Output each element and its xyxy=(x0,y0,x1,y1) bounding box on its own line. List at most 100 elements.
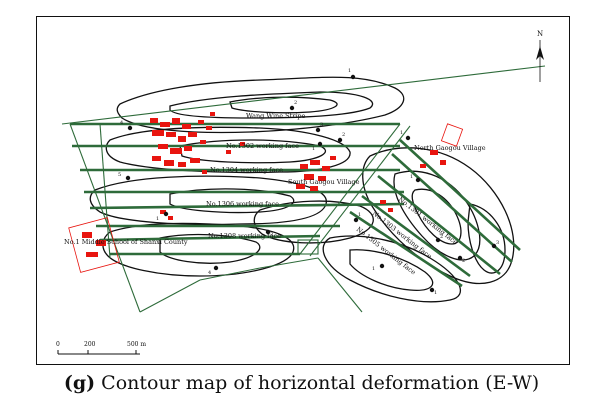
buildings xyxy=(68,112,464,273)
building-cluster xyxy=(226,150,231,154)
building-cluster xyxy=(198,120,204,124)
village-outline xyxy=(440,123,464,147)
contour-value: 2 xyxy=(440,234,443,240)
building-cluster xyxy=(182,124,191,129)
contour-value: 4 xyxy=(120,120,123,126)
scale-label-500: 500 m xyxy=(127,341,146,348)
contour-line xyxy=(322,235,462,303)
building-cluster xyxy=(330,156,336,160)
building-cluster xyxy=(322,166,330,171)
contour-marker xyxy=(350,74,356,80)
contour-line xyxy=(116,76,405,134)
scale-label-200: 200 xyxy=(84,341,96,348)
main-roadway xyxy=(299,123,401,255)
south-village-label: South Gaogou Village xyxy=(288,178,360,186)
building-cluster xyxy=(172,118,180,124)
contour-marker xyxy=(491,243,497,249)
building-cluster xyxy=(190,158,200,163)
contour-marker xyxy=(337,137,343,143)
building-cluster xyxy=(202,170,207,174)
drift-line xyxy=(317,257,363,313)
contour-value: 1 xyxy=(156,216,159,222)
place-labels: Wang Wine Stripe No.1302 working face No… xyxy=(64,112,486,277)
building-cluster xyxy=(178,136,186,142)
face-1306-label: No.1306 working face xyxy=(206,200,279,208)
contour-line xyxy=(349,249,434,291)
building-cluster xyxy=(240,142,245,146)
building-cluster xyxy=(388,208,393,212)
contour-value: 3 xyxy=(320,122,323,128)
working-face-1301-boundary xyxy=(399,139,521,251)
contour-line xyxy=(362,147,515,284)
building-cluster xyxy=(296,184,305,189)
contour-value: 1 xyxy=(410,174,413,180)
contour-value: 1 xyxy=(400,130,403,136)
scale-bar: 0 200 500 m xyxy=(56,341,146,355)
contour-value: 3 xyxy=(496,240,499,246)
contour-marker xyxy=(435,237,441,243)
contour-value: 4 xyxy=(208,270,211,276)
figure-caption: (g) Contour map of horizontal deformatio… xyxy=(0,372,603,394)
contour-line xyxy=(253,200,374,244)
shaft-yard xyxy=(297,239,319,255)
caption-text: Contour map of horizontal deformation (E… xyxy=(101,372,540,394)
building-cluster xyxy=(170,148,182,154)
contour-marker xyxy=(289,105,295,111)
contour-marker xyxy=(415,177,421,183)
regional-road xyxy=(61,65,546,125)
contour-value: 1 xyxy=(434,290,437,296)
building-cluster xyxy=(150,118,158,123)
building-cluster xyxy=(310,186,318,191)
building-cluster xyxy=(440,160,446,165)
building-cluster xyxy=(160,122,170,127)
building-cluster xyxy=(310,160,320,165)
contour-value: 2 xyxy=(342,132,345,138)
contour-value: 3 xyxy=(270,232,273,238)
building-cluster xyxy=(164,160,174,166)
face-1304-label: No.1304 working face xyxy=(210,166,283,174)
north-arrow-head xyxy=(536,46,544,60)
contour-value: 1 xyxy=(348,68,351,74)
contour-lines-west xyxy=(89,76,405,277)
building-cluster xyxy=(178,162,186,167)
school-label: No.1 Middle School of Shanxi County xyxy=(64,238,188,246)
building-cluster xyxy=(200,140,206,144)
contour-marker xyxy=(405,135,411,141)
building-cluster xyxy=(380,200,386,204)
contour-value-labels: 1 2 3 4 5 4 3 2 1 1 2 3 2 1 1 1 1 1 xyxy=(118,68,499,296)
contour-line xyxy=(229,96,338,114)
working-face-1305-boundary xyxy=(361,194,471,278)
contour-marker xyxy=(379,263,385,269)
panel-boundary-west-inner xyxy=(99,123,111,259)
contour-value: 2 xyxy=(294,100,297,106)
contour-value: 1 xyxy=(372,266,375,272)
building-cluster xyxy=(420,164,426,168)
contour-marker xyxy=(317,141,323,147)
contour-line xyxy=(169,91,373,119)
north-village-label: North Gaogou Village xyxy=(414,144,486,152)
building-cluster xyxy=(206,126,212,130)
building-cluster xyxy=(152,130,164,136)
contour-line xyxy=(179,139,327,164)
face-1302-label: No.1302 working face xyxy=(226,142,299,150)
contour-marker xyxy=(127,125,133,131)
drift-line xyxy=(139,279,201,313)
north-arrow: N xyxy=(536,30,544,82)
contour-line xyxy=(467,203,506,274)
building-cluster xyxy=(430,150,438,155)
contour-marker xyxy=(353,217,359,223)
working-face-1308-boundary xyxy=(99,234,321,242)
wang-wine-stripe-label: Wang Wine Stripe xyxy=(246,112,306,120)
contour-marker xyxy=(457,255,463,261)
face-1308-label: No.1308 working face xyxy=(208,232,281,240)
contour-marker xyxy=(125,175,131,181)
school-outline xyxy=(68,217,120,273)
working-face-1306-boundary xyxy=(89,202,405,210)
building-cluster xyxy=(304,174,314,180)
school-building xyxy=(86,252,98,257)
contour-value: 5 xyxy=(118,172,121,178)
contour-marker xyxy=(315,127,321,133)
working-face-1303-boundary xyxy=(377,174,501,276)
contour-value: 1 xyxy=(312,146,315,152)
drift-line xyxy=(199,267,261,281)
